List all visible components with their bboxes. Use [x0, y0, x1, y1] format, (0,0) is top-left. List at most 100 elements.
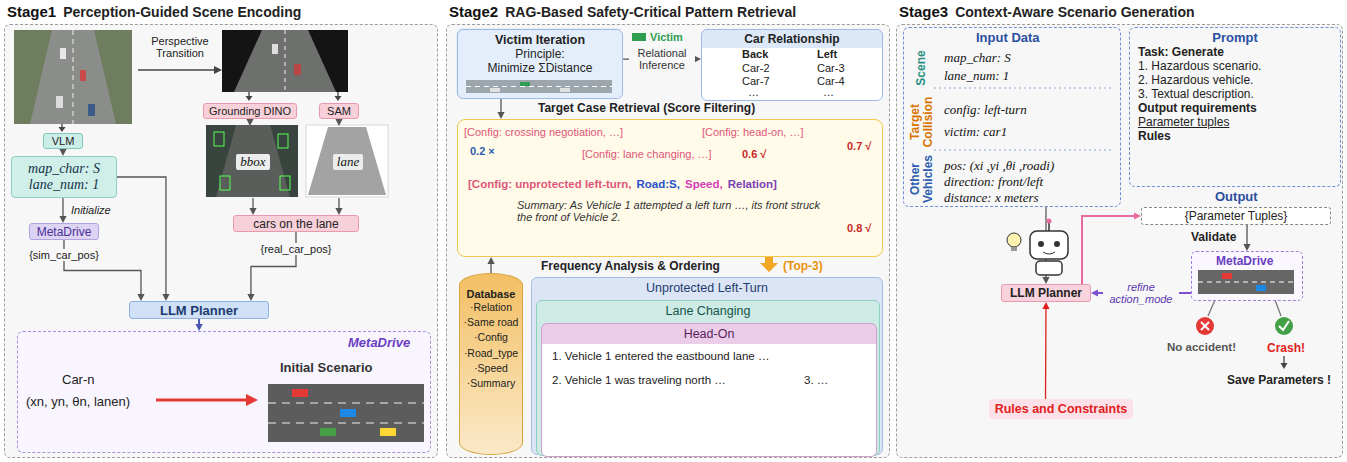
arrow-line	[1283, 356, 1284, 364]
label: Back	[742, 48, 768, 60]
connector-line	[1045, 307, 1047, 399]
node-text: {Parameter Tuples}	[1185, 209, 1288, 223]
node-text: Lane Changing	[666, 304, 751, 318]
arrow-head	[1134, 212, 1141, 219]
rules-box: Rules and Constraints	[989, 399, 1134, 419]
label: Save Parameters !	[1227, 373, 1331, 387]
legend-item: Victim	[632, 31, 683, 43]
connector	[59, 198, 66, 223]
lane-marking	[268, 423, 424, 424]
planner-box: LLM Planner	[129, 301, 269, 319]
text-stack: map_char: Slane_num: 1	[12, 157, 116, 197]
node-text: MetaDrive	[1216, 254, 1273, 268]
car	[88, 104, 95, 116]
car	[1222, 273, 1232, 279]
car	[60, 48, 66, 59]
robot-eye	[1038, 241, 1044, 247]
node-text: Victim Iteration	[495, 33, 585, 47]
node-text: lane_num: 1	[29, 177, 99, 193]
car	[1256, 285, 1266, 291]
label: Left	[817, 48, 837, 60]
stage-panel: Stage3Context-Aware Scenario GenerationI…	[896, 24, 1343, 458]
connector	[249, 198, 256, 215]
box-fill	[1190, 250, 1302, 300]
connector-line	[500, 99, 501, 114]
node-text: ·Speed	[474, 361, 508, 376]
label: 0.6 √	[742, 148, 766, 160]
label: Relation]	[728, 178, 777, 190]
retrieval-box: Target Case Retrieval (Score Filtering)[…	[457, 119, 883, 257]
label: distance: x meters	[944, 190, 1039, 206]
node-text: ·Summary	[467, 376, 515, 391]
connector	[1243, 225, 1250, 251]
sim-road	[1198, 270, 1294, 294]
ranked-band: Lane ChangingHead-On1. Vehicle 1 entered…	[536, 300, 880, 456]
text-stack: Rules and Constraints	[989, 399, 1134, 419]
car	[292, 389, 308, 397]
separator	[934, 150, 1114, 151]
table-box: Car RelationshipBackLeftCar-2Car-3Car-7C…	[701, 29, 883, 101]
node-text: 3. Textual description.	[1138, 87, 1254, 101]
node-text: Parameter tuples	[1138, 115, 1229, 129]
text-stack: Database·Relation·Same road·Config·Road_…	[460, 274, 523, 454]
segmentation-image	[306, 125, 388, 197]
prompt-box: PromptTask: Generate1. Hazardous scenari…	[1129, 27, 1341, 187]
label: …	[823, 86, 834, 98]
node-text: RAG-Based Safety-Critical Pattern Retrie…	[505, 4, 796, 20]
robot-antenna-tip	[1047, 219, 1052, 224]
stage-panel: Stage1Perception-Guided Scene EncodingVL…	[4, 24, 438, 458]
check-mark	[1279, 321, 1289, 330]
node-text: ·Config	[474, 330, 508, 345]
label: [Config: head-on, …]	[702, 126, 804, 138]
road	[234, 30, 336, 92]
car	[380, 428, 396, 436]
node-text: ·Same road	[464, 315, 519, 330]
arrow-head	[1042, 302, 1049, 309]
arrow-head	[694, 55, 701, 62]
bounding-box	[280, 176, 290, 190]
label: (Top-3)	[783, 259, 823, 273]
bird-eye-photo	[222, 30, 348, 92]
road	[30, 30, 116, 124]
robot-mouth	[1043, 252, 1055, 254]
label: [Config: crossing negotiation, …]	[464, 126, 623, 138]
text-stack: {Parameter Tuples}	[1142, 208, 1330, 224]
node-text: LLM Planner	[160, 303, 238, 318]
lane-marking	[73, 30, 74, 124]
label: [Config: lane changing, …]	[582, 148, 712, 160]
output-box: {Parameter Tuples}	[1141, 207, 1331, 225]
label: Frequency Analysis & Ordering	[541, 259, 720, 273]
label: pos: (xi ,yi ,θi ,roadi)	[944, 158, 1054, 174]
car	[80, 70, 86, 81]
edge-label: {sim_car_pos}	[27, 249, 101, 261]
node-text: MetaDrive	[348, 335, 410, 350]
robot-body	[1036, 261, 1062, 275]
node-text: Stage1	[7, 3, 56, 20]
lane-marking	[466, 86, 612, 87]
label: Car-7	[742, 75, 770, 87]
bounding-box	[220, 176, 230, 190]
node-text: Car Relationship	[744, 32, 839, 46]
connector	[335, 119, 342, 126]
title-row: Stage1Perception-Guided Scene Encoding	[7, 3, 301, 20]
panel-fill	[4, 24, 438, 458]
arrow-head	[335, 208, 342, 215]
car	[340, 409, 356, 417]
car	[272, 44, 278, 54]
label: Car-4	[817, 75, 845, 87]
label: [Config: unprotected left-turn,	[468, 178, 632, 190]
process-box: cars on the lane	[233, 215, 359, 232]
text-stack: MetaDrive	[30, 224, 98, 239]
car	[520, 82, 530, 86]
label: Car-2	[742, 62, 770, 74]
arrow-head	[214, 66, 222, 74]
label: Road:S,	[637, 178, 680, 190]
connector-line	[251, 232, 296, 296]
node-text: Initial Scenario	[280, 360, 372, 375]
connector-line	[117, 177, 166, 296]
label: Summary: As Vehicle 1 attempted a left t…	[517, 199, 835, 223]
lane-marking	[268, 403, 424, 404]
label: 2. Vehicle 1 was traveling north …	[552, 374, 726, 386]
connector-line	[1082, 216, 1136, 284]
image-box: lane	[307, 126, 389, 198]
